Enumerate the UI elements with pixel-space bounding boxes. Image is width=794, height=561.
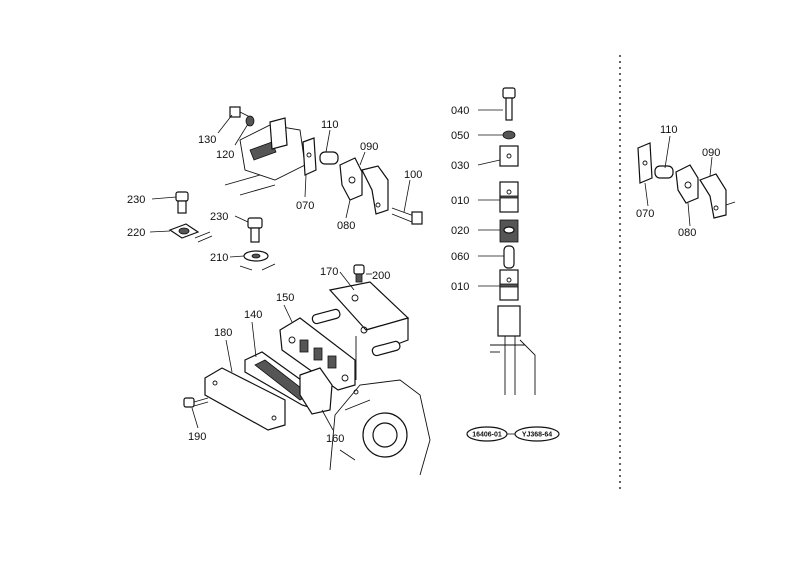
label-100: 100 [404, 169, 422, 181]
clip-090-detail [699, 173, 736, 219]
block-030 [499, 145, 519, 167]
plate-070 [269, 117, 317, 176]
label-110: 110 [321, 119, 339, 131]
label-090-detail: 090 [702, 147, 720, 159]
label-230-lower: 230 [210, 211, 228, 223]
bracket-080-detail [675, 164, 699, 204]
left-small-parts [149, 191, 276, 271]
center-stack [477, 87, 536, 395]
label-140: 140 [244, 309, 262, 321]
plate-070-detail [637, 142, 653, 184]
pin-110-detail [654, 165, 674, 179]
bracket-160 [299, 336, 359, 415]
label-010-lower: 010 [451, 281, 469, 293]
bolt-040 [502, 87, 516, 121]
right-detail-assembly [637, 135, 736, 227]
bolt-200 [353, 264, 365, 283]
bracket-080 [339, 157, 363, 201]
label-080: 080 [337, 220, 355, 232]
bolt-230-upper [175, 191, 189, 214]
washer-120 [245, 115, 255, 127]
bolt-100 [391, 207, 423, 225]
label-030: 030 [451, 160, 469, 172]
label-070-detail: 070 [636, 208, 654, 220]
bolt-190 [183, 397, 209, 408]
pin-110 [319, 151, 339, 165]
label-080-detail: 080 [678, 227, 696, 239]
label-220: 220 [127, 227, 145, 239]
callout-labels: 130 120 110 090 100 070 080 230 220 230 … [127, 105, 720, 445]
label-200: 200 [372, 270, 390, 282]
clamp-220 [168, 223, 213, 243]
label-160: 160 [326, 433, 344, 445]
label-230-upper: 230 [127, 194, 145, 206]
label-120: 120 [216, 149, 234, 161]
label-210: 210 [210, 252, 228, 264]
label-090: 090 [360, 141, 378, 153]
label-010-upper: 010 [451, 195, 469, 207]
block-020 [499, 219, 519, 243]
bolt-230-lower [247, 217, 263, 243]
roller-060 [503, 245, 515, 269]
ref-tag-left: 16406-01 [472, 432, 502, 439]
ref-tags: 16406-01 YJ368-64 [466, 426, 560, 442]
block-150 [279, 317, 356, 391]
plate-180 [204, 367, 286, 431]
label-130: 130 [198, 134, 216, 146]
block-010-lower [499, 269, 519, 301]
label-050: 050 [451, 130, 469, 142]
washer-210 [239, 250, 276, 271]
label-040: 040 [451, 105, 469, 117]
label-060: 060 [451, 251, 469, 263]
label-020: 020 [451, 225, 469, 237]
top-left-assembly [217, 106, 423, 225]
washer-050 [502, 130, 516, 140]
label-110-detail: 110 [660, 124, 678, 136]
block-010-upper [499, 181, 519, 213]
label-070: 070 [296, 200, 314, 212]
clip-090 [361, 165, 389, 215]
lower-left-assembly [183, 264, 431, 476]
base-shaft [490, 305, 536, 395]
bracket-170 [311, 281, 410, 357]
label-170: 170 [320, 266, 338, 278]
label-180: 180 [214, 327, 232, 339]
label-150: 150 [276, 292, 294, 304]
ref-tag-right: YJ368-64 [522, 432, 552, 439]
label-190: 190 [188, 431, 206, 443]
